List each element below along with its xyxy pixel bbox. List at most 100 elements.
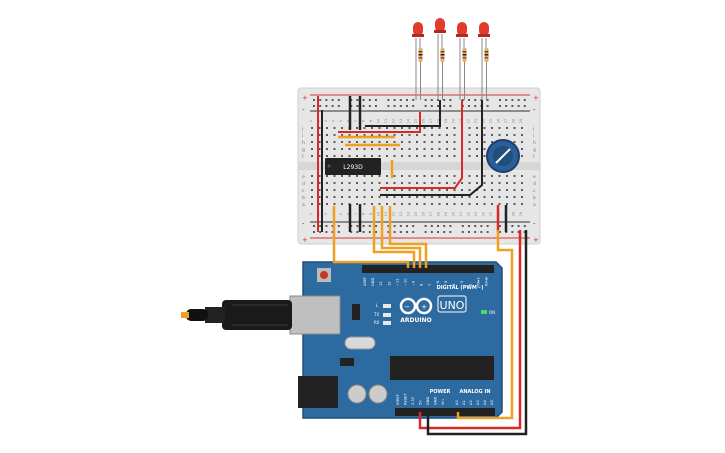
digital-pin-label: AREF	[363, 277, 367, 286]
column-number-top: 26	[497, 119, 501, 123]
column-number-bottom: 24	[482, 211, 486, 216]
digital-pin-label: 13	[379, 281, 383, 286]
column-number-top: 22	[467, 119, 471, 123]
rail-minus-mark-bottom-right: -	[533, 220, 536, 228]
breadboard-jumpers[interactable]	[317, 96, 508, 232]
row-letter-left: d	[302, 181, 305, 187]
column-number-top: 1	[309, 120, 313, 122]
led-2[interactable]	[434, 18, 446, 100]
column-number-bottom: 11	[384, 212, 388, 216]
column-number-top: 7	[354, 120, 358, 122]
potentiometer[interactable]	[486, 139, 520, 173]
column-number-bottom: 28	[512, 212, 516, 216]
led-3[interactable]	[456, 22, 468, 100]
column-number-top: 5	[339, 120, 343, 122]
row-letter-right: i	[533, 133, 534, 139]
row-letter-right: e	[533, 175, 536, 180]
column-number-top: 23	[474, 119, 478, 123]
analog-pin-label: A5	[490, 400, 494, 405]
column-number-top: 28	[512, 119, 516, 123]
rail-plus-mark-bottom-right: +	[533, 236, 539, 244]
led-4[interactable]	[478, 22, 490, 100]
column-number-top: 20	[452, 119, 456, 123]
row-letter-right: a	[533, 203, 536, 208]
column-number-bottom: 3	[324, 213, 328, 215]
resistor-2[interactable]	[440, 48, 445, 62]
column-number-bottom: 18	[437, 212, 441, 216]
svg-text:−: −	[404, 303, 410, 311]
row-letter-right: b	[533, 195, 536, 201]
analog-header-label: ANALOG IN	[459, 389, 490, 395]
arduino-uno-board[interactable]: L TX RX ON − + ARDUINO UNO DIGITAL (PWM~…	[289, 261, 503, 419]
power-pin-label: RESET	[404, 393, 408, 405]
led-l	[383, 304, 391, 308]
rail-minus-mark-top-right: -	[533, 106, 536, 114]
power-pin-label: GND	[434, 397, 438, 405]
column-number-bottom: 8	[362, 213, 366, 215]
led-rx	[383, 321, 391, 325]
reset-button[interactable]	[320, 271, 328, 279]
column-number-bottom: 7	[354, 213, 358, 215]
row-letter-right: h	[533, 140, 536, 146]
column-number-top: 9	[369, 120, 373, 122]
arduino-logo-text: ARDUINO	[400, 317, 431, 324]
power-pin-label: GND	[426, 397, 430, 405]
rail-plus-mark-bottom: +	[302, 236, 308, 244]
row-letter-left: c	[302, 189, 305, 194]
power-pin-label: Vin	[441, 399, 445, 405]
column-number-top: 17	[429, 119, 433, 123]
column-number-bottom: 19	[444, 212, 448, 216]
row-letter-right: d	[533, 181, 536, 187]
led-label-l: L	[376, 303, 379, 308]
row-letter-right: g	[533, 148, 536, 153]
column-number-bottom: 13	[399, 212, 403, 216]
column-number-bottom: 16	[422, 212, 426, 216]
resistor-3[interactable]	[462, 48, 467, 62]
column-number-top: 12	[392, 119, 396, 123]
digital-header-label: DIGITAL (PWM~)	[437, 285, 484, 291]
digital-pin-label: 12	[387, 281, 391, 286]
digital-pin-label: ~11	[395, 278, 399, 286]
row-letter-left: b	[302, 195, 305, 201]
analog-pin-label: A3	[476, 400, 480, 405]
column-number-bottom: 6	[347, 213, 351, 215]
resistor-1[interactable]	[418, 48, 423, 62]
usb-cable[interactable]	[181, 300, 292, 330]
digital-pin-label: ~3	[460, 281, 464, 286]
column-number-top: 14	[407, 118, 411, 123]
digital-pin-label: ~5	[444, 281, 448, 286]
resistor-4[interactable]	[484, 48, 489, 62]
rail-plus-mark-top-right: +	[533, 94, 539, 102]
column-number-top: 10	[377, 119, 381, 123]
on-led	[481, 310, 487, 314]
digital-pin-label: 4	[452, 283, 456, 286]
digital-pin-label: ~6	[436, 280, 440, 286]
row-letter-left: j	[301, 126, 303, 132]
row-letter-left: h	[302, 140, 305, 146]
row-letter-right: c	[533, 189, 536, 194]
digital-pin-label: ~10	[404, 278, 408, 286]
l293d-chip[interactable]: L293D	[325, 158, 381, 175]
row-letter-right: f	[533, 154, 535, 160]
led-array[interactable]	[412, 18, 490, 100]
power-pin-label: 3.3V	[411, 396, 415, 405]
led-1[interactable]	[412, 22, 424, 100]
power-header-label: POWER	[430, 389, 451, 395]
column-number-top: 18	[437, 119, 441, 123]
analog-pin-label: A0	[455, 400, 459, 405]
column-number-top: 13	[399, 119, 403, 123]
column-number-bottom: 23	[474, 212, 478, 216]
row-letter-right: j	[532, 126, 534, 132]
rail-plus-mark-top: +	[302, 94, 308, 102]
column-number-top: 8	[362, 120, 366, 122]
row-letter-left: e	[302, 175, 305, 180]
column-number-bottom: 9	[369, 213, 373, 215]
connection-wires[interactable]	[332, 206, 528, 436]
column-number-bottom: 5	[339, 213, 343, 215]
digital-pin-label: 2	[468, 284, 472, 286]
